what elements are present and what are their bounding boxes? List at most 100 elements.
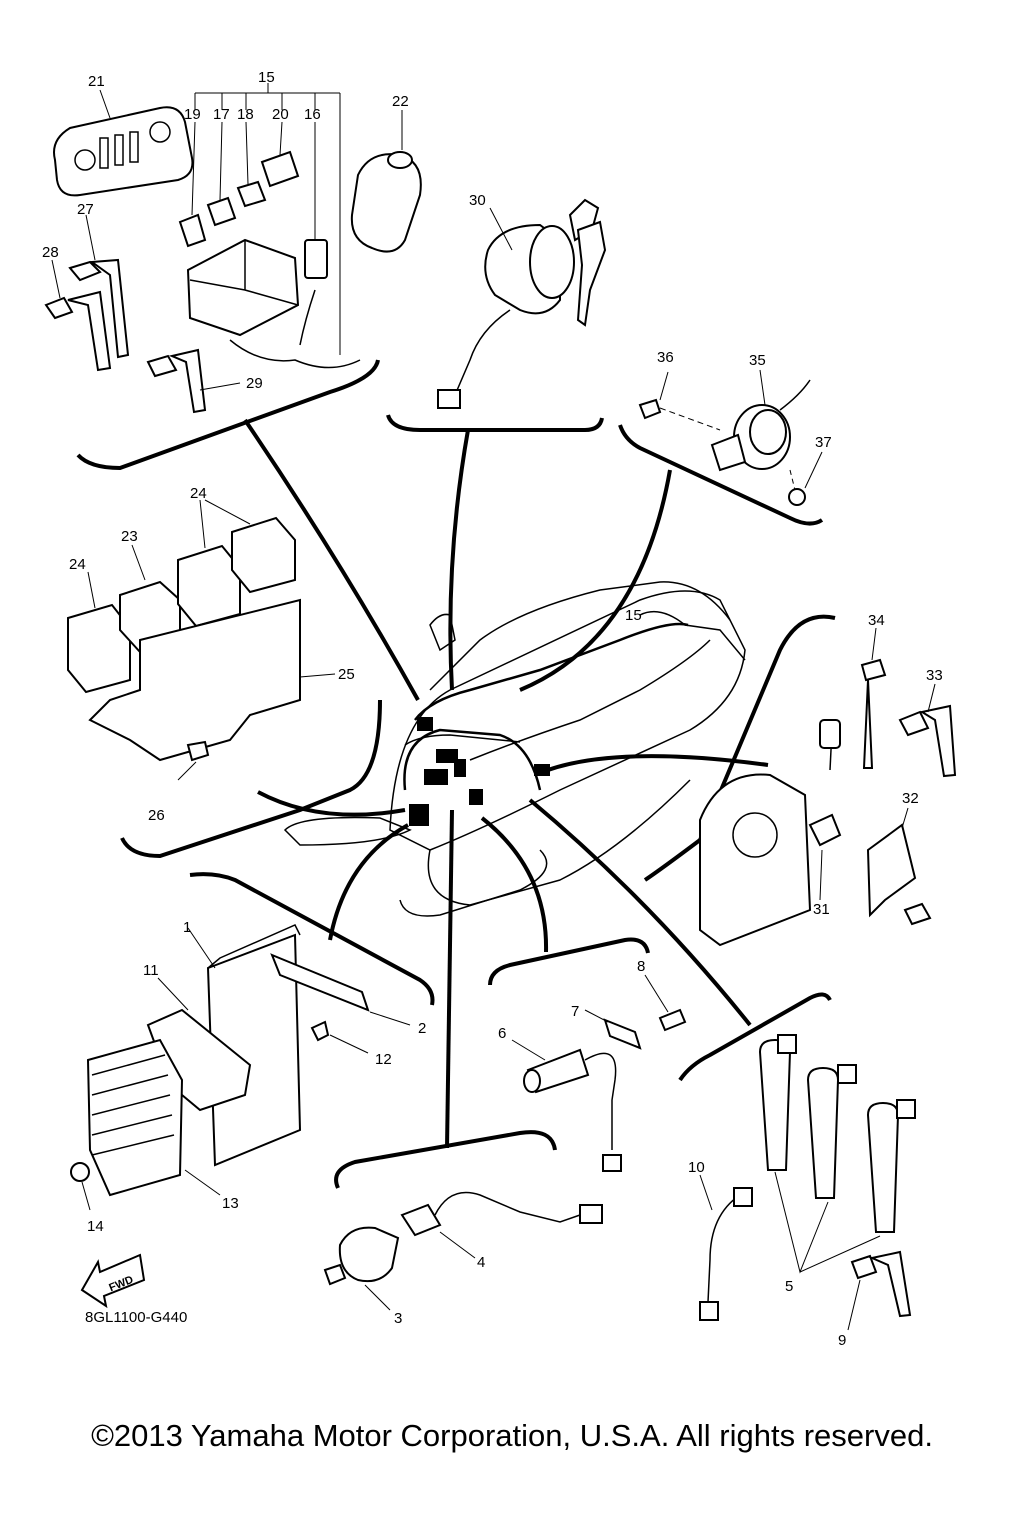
fuse-box-body — [186, 238, 300, 337]
group-frame-ignition-coil — [678, 992, 832, 1082]
ignition-coil-5c — [866, 1101, 900, 1233]
callout-11: 11 — [143, 962, 159, 979]
callout-24-left: 24 — [69, 556, 86, 573]
pickup-coil-31 — [808, 813, 842, 847]
sensor-group — [511, 974, 687, 1172]
callout-13: 13 — [222, 1195, 239, 1212]
cable-tie-29 — [146, 348, 207, 414]
switch-3 — [338, 1226, 400, 1283]
callout-30: 30 — [469, 192, 486, 209]
fuse-17 — [206, 196, 237, 227]
copyright-notice: ©2013 Yamaha Motor Corporation, U.S.A. A… — [91, 1418, 933, 1453]
callout-8: 8 — [637, 958, 645, 975]
cable-tie-27 — [68, 258, 130, 359]
leader-ignition-coil — [528, 798, 752, 1027]
callout-37: 37 — [815, 434, 832, 451]
callout-9: 9 — [838, 1332, 846, 1349]
group-frame-sensor — [488, 937, 650, 986]
cable-tie-28 — [44, 290, 112, 372]
callout-21: 21 — [88, 73, 105, 90]
callout-36: 36 — [657, 349, 674, 366]
callout-5: 5 — [785, 1278, 793, 1295]
diagram-code: 8GL1100-G440 — [85, 1309, 188, 1326]
bolt-8 — [658, 1008, 687, 1032]
group-frame-regulator — [189, 872, 435, 1006]
lead-wire-4 — [400, 1203, 442, 1237]
group-frame-pickup — [643, 614, 836, 882]
callout-27: 27 — [77, 201, 94, 218]
ignition-coil-5a — [758, 1038, 792, 1171]
bolt-12 — [310, 1020, 330, 1042]
wire-lead-10 — [707, 1194, 741, 1303]
screw-26 — [186, 740, 210, 762]
callout-32: 32 — [902, 790, 919, 807]
group-frame-buzzer — [618, 424, 824, 526]
callout-25: 25 — [338, 666, 355, 683]
callout-3: 3 — [394, 1310, 402, 1327]
callout-7: 7 — [571, 1003, 579, 1020]
relay-24-left — [67, 603, 131, 694]
callout-29: 29 — [246, 375, 263, 392]
ignition-coil-5b — [806, 1066, 840, 1199]
ignition-coil-group — [699, 1034, 916, 1331]
callout-12: 12 — [375, 1051, 392, 1068]
callout-19: 19 — [184, 106, 201, 123]
cable-tie-34 — [860, 658, 887, 769]
fwd-arrow-icon: FWD — [80, 1253, 146, 1309]
fuse-18 — [236, 180, 267, 208]
callout-20: 20 — [272, 106, 289, 123]
leader-main-switch — [448, 429, 470, 691]
callout-18: 18 — [237, 106, 254, 123]
callout-34: 34 — [868, 612, 885, 629]
group-frame-oil-switch — [334, 1130, 557, 1189]
relay-20 — [260, 150, 300, 188]
leader-regulator — [328, 823, 409, 941]
callout-33: 33 — [926, 667, 943, 684]
callout-14: 14 — [87, 1218, 104, 1235]
relay-24-right — [231, 516, 296, 594]
cable-tie-9 — [850, 1250, 912, 1318]
pickup-group — [699, 627, 957, 947]
callout-1: 1 — [183, 919, 191, 936]
leader-sensor — [480, 816, 549, 953]
leader-buzzer — [519, 469, 672, 692]
callout-10: 10 — [688, 1159, 705, 1176]
leader-pickup — [547, 754, 769, 772]
mounting-plate — [699, 773, 812, 947]
watercraft-hull — [283, 581, 746, 917]
fuse-box-group — [44, 83, 361, 414]
callout-23: 23 — [121, 528, 138, 545]
callout-22: 22 — [392, 93, 409, 110]
callout-15: 15 — [258, 69, 275, 86]
main-switch-30 — [437, 198, 607, 409]
relay-bracket-25 — [88, 598, 301, 762]
oil-switch-group — [323, 1191, 603, 1311]
nut-14 — [70, 1162, 90, 1182]
callout-28: 28 — [42, 244, 59, 261]
callout-17: 17 — [213, 106, 230, 123]
leader-fuse-box — [243, 418, 420, 701]
fuse-19 — [178, 213, 207, 248]
leader-relays — [257, 790, 406, 817]
bracket-32 — [866, 823, 917, 918]
callout-2: 2 — [418, 1020, 426, 1037]
buzzer-group — [638, 369, 823, 506]
callout-35: 35 — [749, 352, 766, 369]
callout-24-top: 24 — [190, 485, 207, 502]
callout-15-machine: 15 — [625, 607, 642, 624]
callout-6: 6 — [498, 1025, 506, 1042]
container-22 — [350, 110, 422, 253]
band-2 — [270, 953, 370, 1012]
fuse-holder-16 — [304, 239, 328, 279]
group-frame-main-switch — [386, 414, 604, 432]
group-frame-fuse-box — [76, 359, 380, 471]
callout-16: 16 — [304, 106, 321, 123]
callout-26: 26 — [148, 807, 165, 824]
relays-group — [67, 499, 336, 781]
leader-oil-switch — [445, 809, 454, 1149]
callout-31: 31 — [813, 901, 830, 918]
rectifier-13 — [86, 1038, 184, 1197]
relay-24-mid — [177, 544, 241, 628]
callout-4: 4 — [477, 1254, 485, 1271]
